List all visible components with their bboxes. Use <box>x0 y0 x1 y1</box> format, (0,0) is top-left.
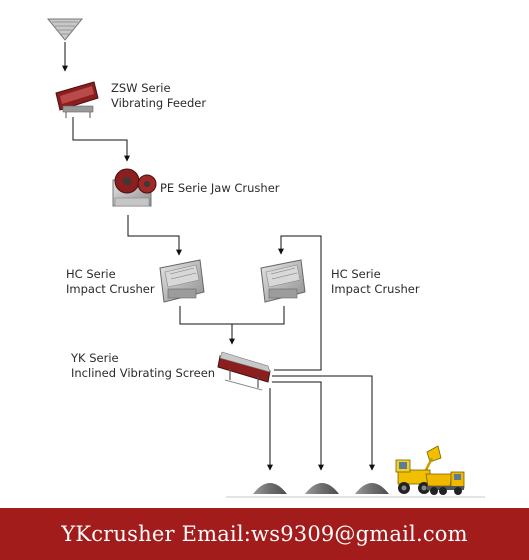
hopper-icon <box>46 18 84 41</box>
screen-label: YK Serie Inclined Vibrating Screen <box>71 351 215 381</box>
stockpile-icon <box>253 483 287 494</box>
feeder-label: ZSW Serie Vibrating Feeder <box>111 81 206 111</box>
vibrating-feeder-icon <box>55 81 99 118</box>
jaw-crusher-icon <box>112 168 157 207</box>
screen-label-line1: YK Serie <box>71 351 119 365</box>
vibrating-screen-icon <box>217 351 271 391</box>
stockpile-icon <box>355 483 389 494</box>
impact-crusher-right-label: HC Serie Impact Crusher <box>331 267 420 297</box>
impact-crusher-icon <box>159 259 205 303</box>
feeder-label-line1: ZSW Serie <box>111 81 171 95</box>
impact-crusher-icon <box>260 259 306 303</box>
impact-crusher-left-label: HC Serie Impact Crusher <box>66 267 155 297</box>
impact-crusher-right-label-line2: Impact Crusher <box>331 282 420 296</box>
dump-truck-icon <box>425 471 465 495</box>
screen-label-line2: Inclined Vibrating Screen <box>71 366 216 380</box>
feeder-label-line2: Vibrating Feeder <box>111 96 207 110</box>
jaw-crusher-label: PE Serie Jaw Crusher <box>160 181 280 196</box>
production-line-diagram <box>46 18 485 498</box>
impact-crusher-left-label-line2: Impact Crusher <box>66 282 155 296</box>
impact-crusher-right-label-line1: HC Serie <box>331 267 381 281</box>
jaw-crusher-label-line1: PE Serie Jaw Crusher <box>160 181 280 195</box>
loader-icon <box>395 445 442 494</box>
flow-connectors <box>62 42 375 471</box>
stockpile-icon <box>305 483 339 494</box>
footer-contact-text: YKcrusher Email:ws9309@gmail.com <box>61 522 468 546</box>
footer-banner: YKcrusher Email:ws9309@gmail.com <box>0 508 529 560</box>
impact-crusher-left-label-line1: HC Serie <box>66 267 116 281</box>
